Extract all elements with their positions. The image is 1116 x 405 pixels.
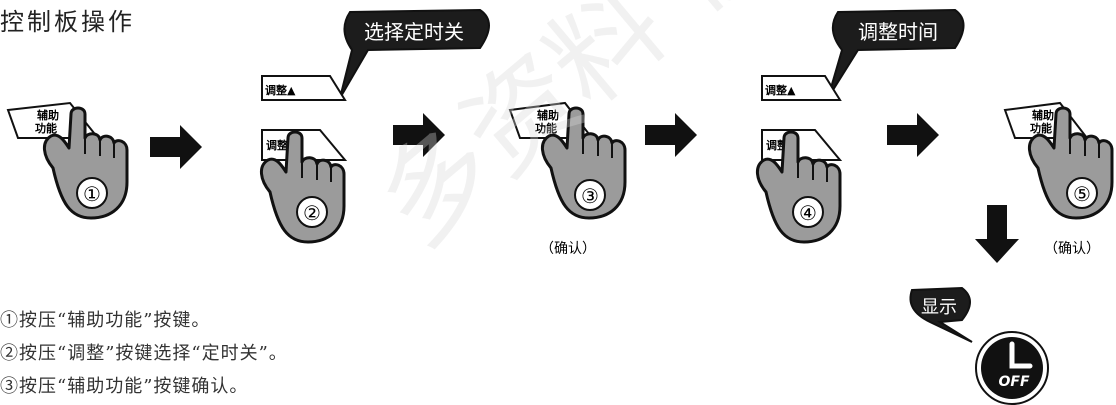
- step-number-1-badge: [76, 177, 108, 209]
- callout-select-timer-off: [339, 8, 490, 99]
- timer-off-text: OFF: [998, 374, 1029, 390]
- aux-function-label-1: 辅助: [537, 108, 559, 122]
- aux-function-label-2: 功能: [535, 121, 557, 135]
- instruction-1: ①按压“辅助功能”按键。: [0, 310, 211, 331]
- aux-function-label-1: 辅助: [37, 108, 59, 122]
- confirm-label-step-5: （确认）: [1044, 241, 1100, 257]
- step-number-2-badge: [296, 196, 328, 228]
- step-number-3: ③: [581, 184, 599, 208]
- callout-adjust-time-text: 调整时间: [858, 20, 938, 44]
- step-number-4-badge: [792, 196, 824, 228]
- instruction-2: ②按压“调整”按键选择“定时关”。: [0, 343, 288, 364]
- step-number-3-badge: [574, 179, 606, 211]
- callout-select-timer-off-text: 选择定时关: [364, 20, 464, 44]
- adjust-up-label: 调整▲: [765, 83, 796, 97]
- callout-display-text: 显示: [921, 297, 957, 318]
- adjust-up-key: [261, 75, 347, 101]
- step-number-4: ④: [799, 201, 817, 225]
- timer-off-icon: OFF: [975, 331, 1049, 405]
- step-number-5: ⑤: [1073, 182, 1091, 206]
- adjust-up-label: 调整▲: [265, 83, 296, 97]
- confirm-label-step-3: （确认）: [540, 241, 596, 257]
- step-3: 辅助 功能 ③ （确认）: [508, 101, 627, 257]
- callout-display: [909, 286, 973, 343]
- right-arrow-icon: [645, 113, 697, 157]
- step-1: 辅助 功能 ①: [6, 101, 129, 220]
- adjust-up-key: [761, 75, 842, 101]
- step-number-2: ②: [303, 201, 321, 225]
- instruction-list: ①按压“辅助功能”按键。 ②按压“调整”按键选择“定时关”。 ③按压“辅助功能”…: [0, 304, 288, 403]
- aux-function-label-1: 辅助: [1032, 108, 1054, 122]
- step-number-5-badge: [1066, 177, 1098, 209]
- step-5: 辅助 功能 ⑤ （确认）: [1003, 101, 1114, 257]
- right-arrow-icon: [887, 113, 939, 157]
- adjust-down-key: [761, 129, 843, 161]
- down-arrow-icon: [975, 205, 1019, 263]
- right-arrow-icon: [150, 125, 202, 169]
- instruction-3: ③按压“辅助功能”按键确认。: [0, 376, 249, 397]
- aux-function-label-2: 功能: [35, 121, 57, 135]
- page-title: 控制板操作: [0, 8, 135, 36]
- callout-adjust-time: [827, 8, 965, 99]
- aux-function-label-2: 功能: [1030, 121, 1052, 135]
- step-2: 选择定时关 调整▲ 调整▼ ②: [259, 8, 490, 244]
- step-number-1: ①: [83, 182, 101, 206]
- step-4: 调整时间 调整▲ 调整▼ ④: [755, 8, 965, 244]
